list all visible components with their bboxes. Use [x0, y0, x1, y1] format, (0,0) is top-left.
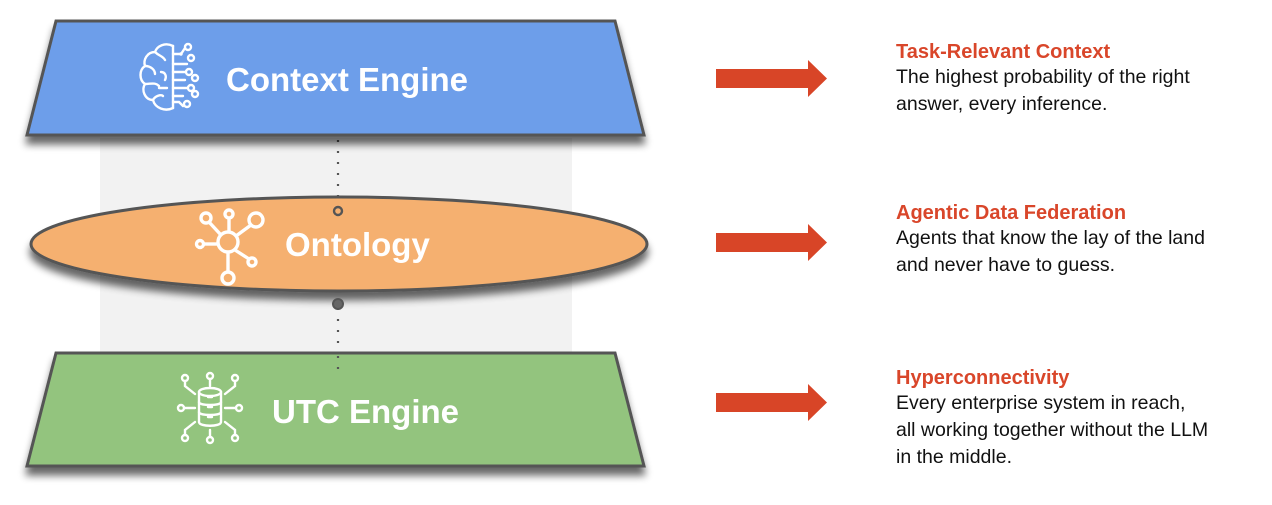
benefit-description-line: answer, every inference.	[896, 93, 1108, 115]
connector-node-bottom	[332, 298, 344, 310]
benefit-hyperconnectivity: Hyperconnectivity Every enterprise syste…	[896, 366, 1266, 471]
arrow-right-icon	[716, 60, 827, 97]
benefit-task-relevant-context: Task-Relevant Context The highest probab…	[896, 40, 1266, 118]
benefit-title: Agentic Data Federation	[896, 202, 1127, 224]
benefit-title: Task-Relevant Context	[896, 41, 1111, 63]
arrow-right-icon	[716, 384, 827, 421]
benefit-description-line: Agents that know the lay of the land	[896, 227, 1205, 249]
ontology-label: Ontology	[285, 226, 430, 263]
context-engine-label: Context Engine	[226, 61, 468, 98]
layer-utc-engine: UTC Engine	[25, 351, 646, 468]
connector-node-top	[332, 205, 344, 217]
context-engine-shape	[25, 19, 646, 137]
benefit-title: Hyperconnectivity	[896, 367, 1070, 389]
benefit-description-line: Every enterprise system in reach,	[896, 392, 1186, 414]
benefit-agentic-data-federation: Agentic Data Federation Agents that know…	[896, 201, 1266, 279]
brain-circuit-icon	[139, 42, 200, 111]
benefit-description-line: The highest probability of the right	[896, 66, 1190, 88]
layer-ontology: Ontology	[29, 195, 649, 310]
arrow-right-icon	[716, 224, 827, 261]
benefit-description-line: in the middle.	[896, 446, 1012, 468]
network-hub-icon	[194, 208, 265, 286]
database-integration-icon	[176, 371, 244, 445]
utc-engine-label: UTC Engine	[272, 393, 459, 430]
benefit-description-line: all working together without the LLM	[896, 419, 1209, 441]
benefit-description-line: and never have to guess.	[896, 254, 1115, 276]
layer-context-engine: Context Engine	[25, 19, 646, 137]
ontology-shape	[29, 195, 649, 293]
